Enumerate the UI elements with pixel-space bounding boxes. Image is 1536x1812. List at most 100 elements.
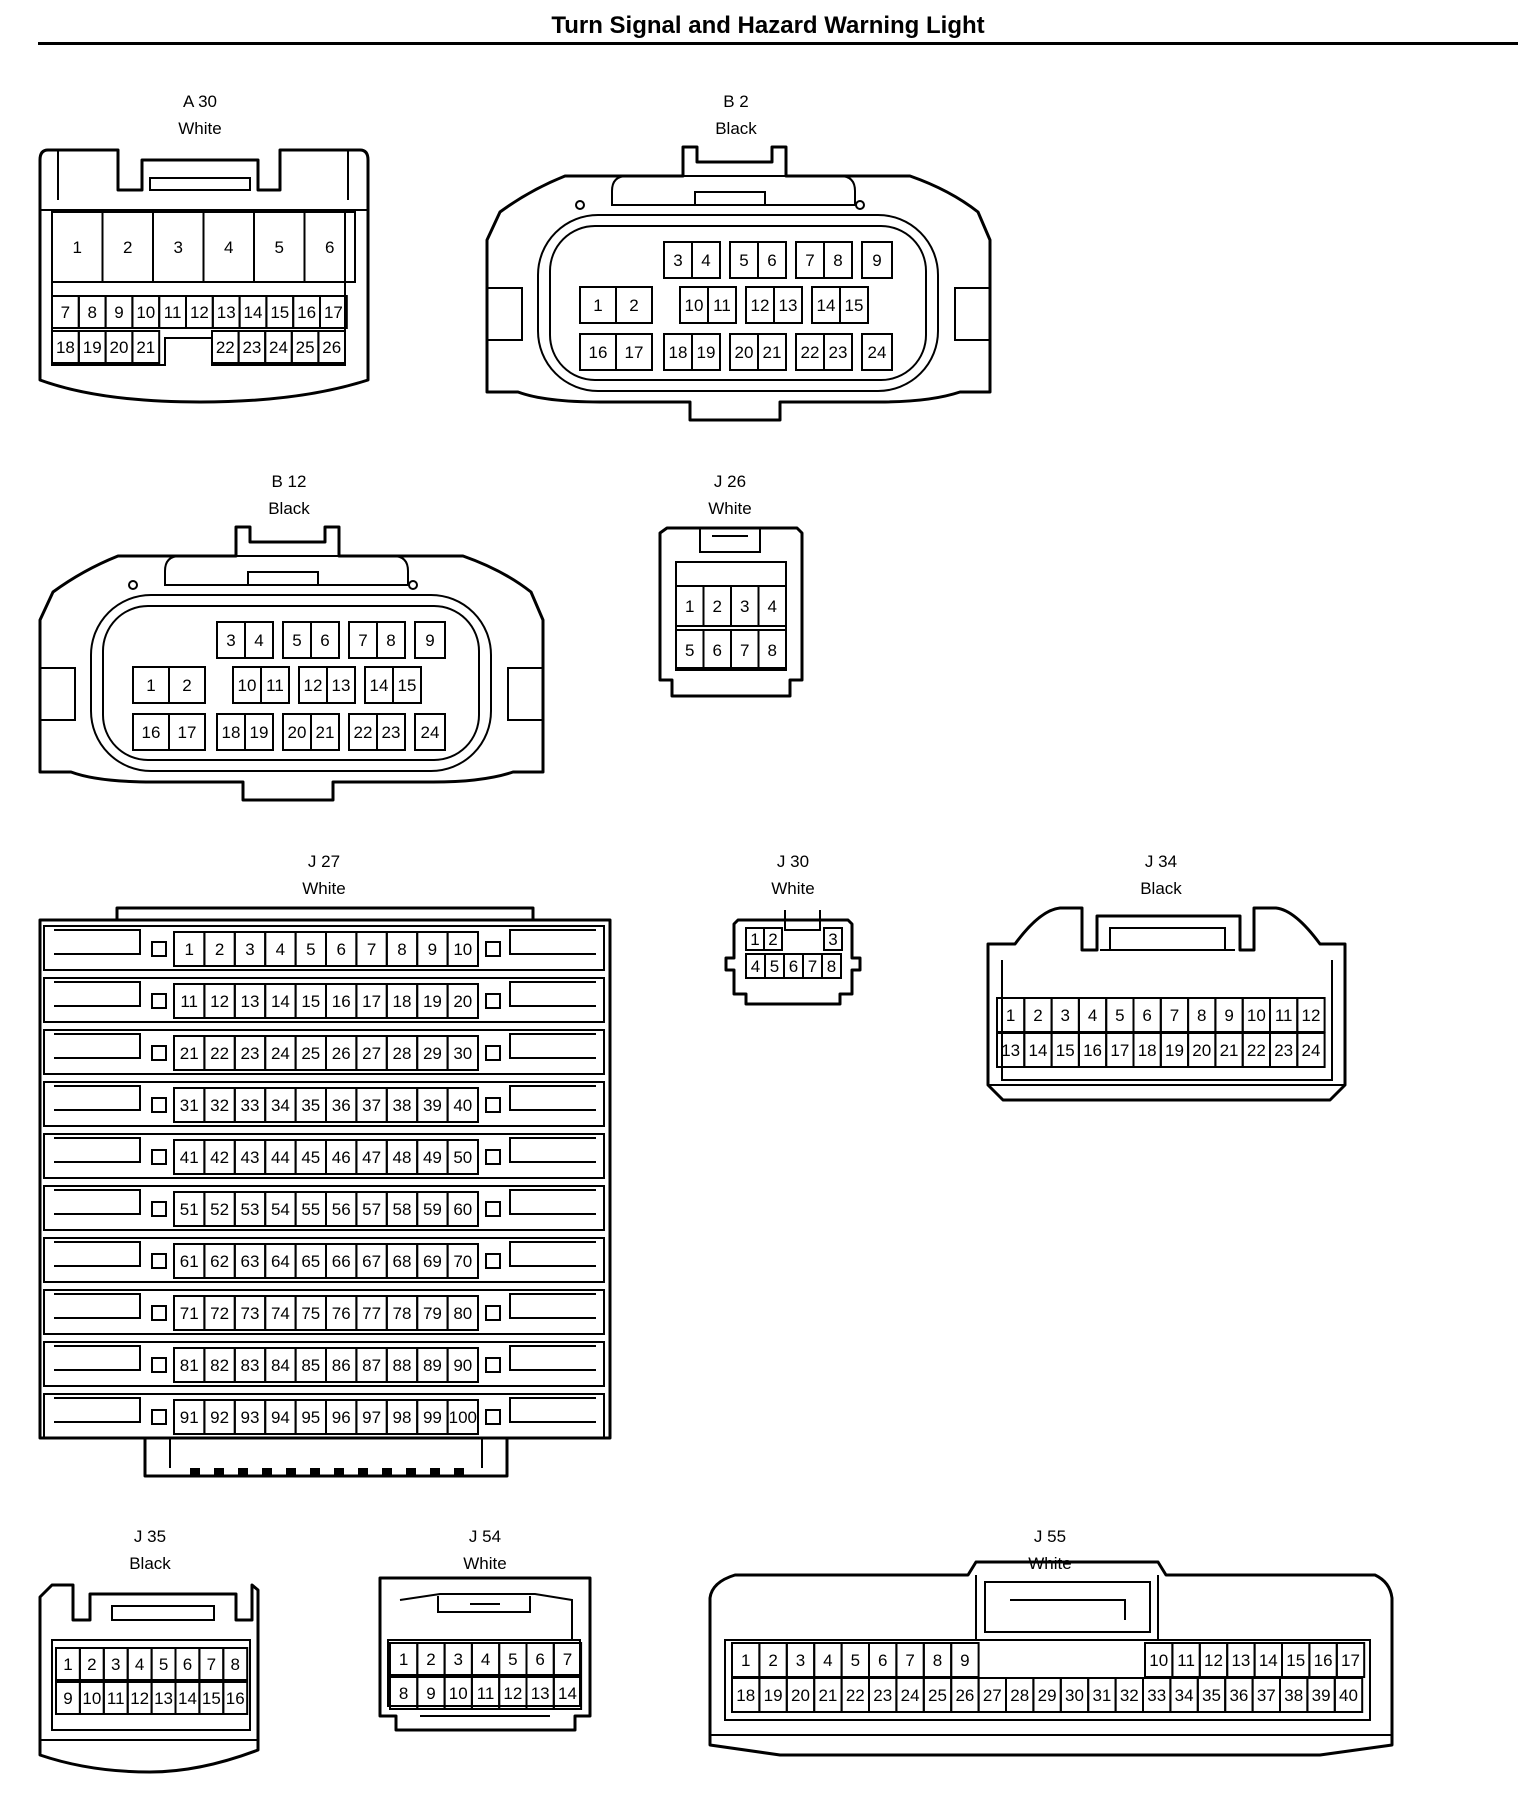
j54-pin-label: 7 xyxy=(563,1650,572,1669)
j35-pin-label: 14 xyxy=(178,1689,197,1708)
j55-code: J 55 xyxy=(1033,1527,1067,1546)
j54-pin-label: 6 xyxy=(535,1650,544,1669)
j34-pin-label: 16 xyxy=(1083,1041,1102,1060)
b12-pin-label: 14 xyxy=(370,676,389,695)
b2-pin-label: 8 xyxy=(833,251,842,270)
j34-pin-label: 6 xyxy=(1142,1006,1151,1025)
b12-pin-label: 3 xyxy=(226,631,235,650)
b2-pin-label: 23 xyxy=(829,343,848,362)
connector-j54 xyxy=(378,1576,592,1732)
j55-pin-label: 37 xyxy=(1257,1686,1276,1705)
j27-pin-label: 79 xyxy=(423,1304,442,1323)
j35-pin-box xyxy=(222,1647,249,1681)
j55-pin-label: 27 xyxy=(983,1686,1002,1705)
j55-pin-label: 20 xyxy=(791,1686,810,1705)
j54-pin-box xyxy=(552,1642,583,1676)
a30-pin-label: 15 xyxy=(270,303,289,322)
j27-pin-label: 84 xyxy=(271,1356,290,1375)
b2-pin-box xyxy=(839,286,869,324)
j55-pin-label: 35 xyxy=(1202,1686,1221,1705)
connector-a30 xyxy=(38,148,370,404)
j27-pin-label: 56 xyxy=(332,1200,351,1219)
j30-pin-label: 5 xyxy=(770,957,779,976)
connector-j35 xyxy=(38,1583,260,1774)
j27-pin-label: 100 xyxy=(449,1408,477,1427)
a30-pin-label: 12 xyxy=(190,303,209,322)
j55-pin-label: 29 xyxy=(1038,1686,1057,1705)
j30-pin-label: 3 xyxy=(828,930,837,949)
j27-pin-label: 81 xyxy=(180,1356,199,1375)
j27-pin-box xyxy=(446,1295,480,1331)
j27-pin-box xyxy=(446,983,480,1019)
j55-pin-label: 23 xyxy=(873,1686,892,1705)
j27-pin-label: 99 xyxy=(423,1408,442,1427)
j27-pin-label: 62 xyxy=(210,1252,229,1271)
b12-pin-box xyxy=(168,713,206,751)
j55-pin-label: 16 xyxy=(1314,1651,1333,1670)
j30-pin-box xyxy=(823,927,843,951)
j35-pin-label: 7 xyxy=(207,1655,216,1674)
j27-pin-label: 93 xyxy=(241,1408,260,1427)
j27-pin-box xyxy=(446,931,480,967)
a30-code: A 30 xyxy=(182,92,218,111)
j34-pin-label: 18 xyxy=(1138,1041,1157,1060)
j27-pin-label: 96 xyxy=(332,1408,351,1427)
b12-pin-label: 22 xyxy=(354,723,373,742)
a30-pin-label: 10 xyxy=(136,303,155,322)
j55-pin-label: 36 xyxy=(1229,1686,1248,1705)
j55-pin-label: 18 xyxy=(736,1686,755,1705)
j54-pin-label: 14 xyxy=(558,1684,577,1703)
b2-pin-label: 5 xyxy=(739,251,748,270)
b2-pin-box xyxy=(773,286,803,324)
j27-row-frame xyxy=(43,1393,605,1439)
j27-row-frame xyxy=(43,1081,605,1127)
j26-pin-label: 5 xyxy=(685,641,694,660)
j26-pin-label: 7 xyxy=(740,641,749,660)
j27-pin-label: 27 xyxy=(362,1044,381,1063)
b2-pin-label: 2 xyxy=(629,296,638,315)
b2-pin-box xyxy=(823,241,853,279)
j27-pin-label: 40 xyxy=(453,1096,472,1115)
a30-pin-label: 25 xyxy=(296,338,315,357)
j27-pin-label: 61 xyxy=(180,1252,199,1271)
j26-pin-label: 4 xyxy=(768,597,777,616)
j55-pin-label: 6 xyxy=(878,1651,887,1670)
b12-pin-label: 16 xyxy=(142,723,161,742)
j55-pin-label: 34 xyxy=(1175,1686,1194,1705)
label-j27: J 27 White xyxy=(264,848,384,902)
j27-row-frame xyxy=(43,1237,605,1283)
title-rule xyxy=(38,42,1518,45)
j27-latch xyxy=(151,1149,167,1165)
b2-pin-label: 18 xyxy=(669,343,688,362)
a30-pin-label: 4 xyxy=(224,238,233,257)
j35-pin-label: 10 xyxy=(82,1689,101,1708)
j27-pin-label: 69 xyxy=(423,1252,442,1271)
j34-pin-label: 2 xyxy=(1033,1006,1042,1025)
j54-color: White xyxy=(463,1554,507,1573)
j55-pin-label: 12 xyxy=(1204,1651,1223,1670)
j27-pin-label: 63 xyxy=(241,1252,260,1271)
b2-pin-label: 17 xyxy=(625,343,644,362)
a30-pin-label: 26 xyxy=(322,338,341,357)
b2-pin-label: 7 xyxy=(805,251,814,270)
a30-pin-label: 20 xyxy=(110,338,129,357)
j27-pin-label: 47 xyxy=(362,1148,381,1167)
j34-pin-label: 3 xyxy=(1061,1006,1070,1025)
j55-pin-label: 39 xyxy=(1312,1686,1331,1705)
j27-pin-label: 9 xyxy=(428,940,437,959)
j27-pin-box xyxy=(446,1087,480,1123)
connector-j34 xyxy=(986,906,1347,1102)
b2-pin-box xyxy=(691,241,721,279)
j54-pin-label: 10 xyxy=(449,1684,468,1703)
j27-pin-label: 41 xyxy=(180,1148,199,1167)
b12-pin-box xyxy=(310,713,340,751)
j27-pin-label: 1 xyxy=(184,940,193,959)
a30-pin-label: 21 xyxy=(136,338,155,357)
j54-pin-label: 5 xyxy=(508,1650,517,1669)
j30-pin-label: 8 xyxy=(827,957,836,976)
j27-pin-label: 87 xyxy=(362,1356,381,1375)
j34-pin-label: 1 xyxy=(1006,1006,1015,1025)
j26-color: White xyxy=(708,499,752,518)
